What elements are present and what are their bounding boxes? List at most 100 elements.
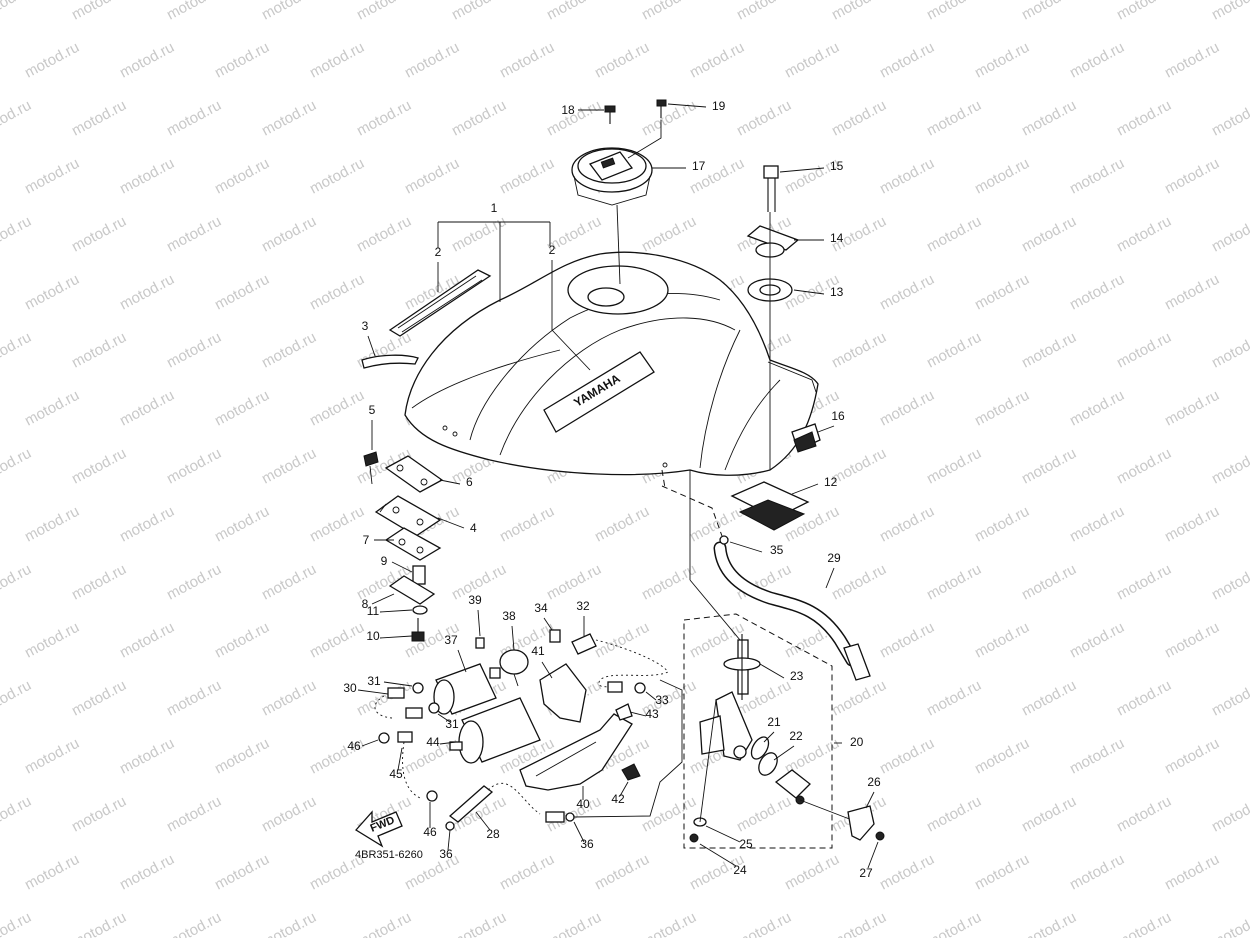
callout-leader xyxy=(447,829,451,851)
watermark-text: motod.ru xyxy=(972,851,1032,894)
fuel-filter-37 xyxy=(433,663,501,715)
watermark-text: motod.ru xyxy=(354,97,414,140)
clip-31a xyxy=(412,682,424,694)
watermark-text: motod.ru xyxy=(259,213,319,256)
watermark-text: motod.ru xyxy=(212,155,272,198)
watermark-text: motod.ru xyxy=(497,851,557,894)
watermark-text: motod.ru xyxy=(0,677,34,720)
watermark-text: motod.ru xyxy=(497,39,557,82)
watermark-text: motod.ru xyxy=(307,387,367,430)
callout-leader xyxy=(825,567,835,589)
watermark-text: motod.ru xyxy=(69,909,129,938)
callout-leader xyxy=(437,713,451,723)
watermark-text: motod.ru xyxy=(69,445,129,488)
cushion-41 xyxy=(539,663,587,723)
callout-number-31: 31 xyxy=(445,717,459,731)
watermark-text: motod.ru xyxy=(0,97,34,140)
watermark-text: motod.ru xyxy=(164,561,224,604)
watermark-text: motod.ru xyxy=(924,329,984,372)
callout-leader xyxy=(667,103,707,108)
watermark-text: motod.ru xyxy=(117,619,177,662)
watermark-text: motod.ru xyxy=(1209,561,1250,604)
callout-leader xyxy=(379,635,413,639)
clip-35 xyxy=(719,535,729,545)
callout-number-13: 13 xyxy=(830,285,844,299)
watermark-text: motod.ru xyxy=(877,735,937,778)
watermark-text: motod.ru xyxy=(307,503,367,546)
callout-leader xyxy=(361,739,379,747)
watermark-text: motod.ru xyxy=(22,851,82,894)
callout-leader xyxy=(779,167,825,173)
watermark-text: motod.ru xyxy=(1162,619,1222,662)
watermark-text: motod.ru xyxy=(212,619,272,662)
watermark-text: motod.ru xyxy=(0,0,34,24)
callout-leader xyxy=(511,625,515,651)
watermark-text: motod.ru xyxy=(924,561,984,604)
callout-number-22: 22 xyxy=(789,729,803,743)
damper-plate-12 xyxy=(730,481,810,531)
clip-34 xyxy=(549,629,561,643)
callout-number-42: 42 xyxy=(611,792,625,806)
watermark-text: motod.ru xyxy=(259,0,319,24)
callout-number-15: 15 xyxy=(830,159,844,173)
clip-46a xyxy=(378,732,390,744)
watermark-text: motod.ru xyxy=(117,851,177,894)
watermark-text: motod.ru xyxy=(1019,329,1079,372)
callout-number-20: 20 xyxy=(850,735,864,749)
watermark-text: motod.ru xyxy=(687,39,747,82)
collar-9 xyxy=(412,565,426,585)
watermark-text: motod.ru xyxy=(924,677,984,720)
watermark-text: motod.ru xyxy=(592,851,652,894)
watermark-text: motod.ru xyxy=(259,97,319,140)
callout-leader xyxy=(367,335,376,357)
watermark-text: motod.ru xyxy=(1019,97,1079,140)
callout-number-10: 10 xyxy=(366,629,380,643)
bracket-4 xyxy=(374,495,442,537)
damper-16 xyxy=(791,423,821,453)
watermark-text: motod.ru xyxy=(259,677,319,720)
watermark-text: motod.ru xyxy=(1209,97,1250,140)
callout-leader xyxy=(379,609,413,613)
watermark-text: motod.ru xyxy=(164,0,224,24)
watermark-text: motod.ru xyxy=(0,793,34,836)
watermark-text: motod.ru xyxy=(307,619,367,662)
callout-leader xyxy=(357,689,389,695)
bolt-5 xyxy=(363,451,379,485)
callout-number-24: 24 xyxy=(733,863,747,877)
watermark-text: motod.ru xyxy=(69,329,129,372)
watermark-text: motod.ru xyxy=(877,503,937,546)
callout-leader xyxy=(397,747,403,771)
watermark-text: motod.ru xyxy=(1162,271,1222,314)
watermark-text: motod.ru xyxy=(877,851,937,894)
callout-leader xyxy=(439,479,461,485)
side-emblem xyxy=(388,269,492,337)
watermark-text: motod.ru xyxy=(164,677,224,720)
watermark-text: motod.ru xyxy=(1067,39,1127,82)
strainer-23 xyxy=(723,634,761,700)
watermark-text: motod.ru xyxy=(259,561,319,604)
watermark-text: motod.ru xyxy=(1162,39,1222,82)
watermark-text: motod.ru xyxy=(639,0,699,24)
bolt-19 xyxy=(656,99,667,118)
watermark-text: motod.ru xyxy=(449,97,509,140)
watermark-text: motod.ru xyxy=(639,213,699,256)
hose-29 xyxy=(713,541,871,681)
watermark-text: motod.ru xyxy=(259,329,319,372)
callout-number-2: 2 xyxy=(435,245,442,259)
watermark-text: motod.ru xyxy=(402,155,462,198)
watermark-text: motod.ru xyxy=(1114,677,1174,720)
watermark-text: motod.ru xyxy=(639,909,699,938)
watermark-text: motod.ru xyxy=(877,271,937,314)
watermark-text: motod.ru xyxy=(924,97,984,140)
watermark-text: motod.ru xyxy=(972,271,1032,314)
watermark-text: motod.ru xyxy=(307,155,367,198)
clip-36a xyxy=(445,821,455,831)
hose-36b xyxy=(545,811,575,823)
callout-leader xyxy=(793,289,825,295)
callout-leader xyxy=(457,649,467,673)
watermark-text: motod.ru xyxy=(829,97,889,140)
watermark-text: motod.ru xyxy=(829,0,889,24)
callout-number-23: 23 xyxy=(790,669,804,683)
callout-number-44: 44 xyxy=(426,735,440,749)
watermark-text: motod.ru xyxy=(1019,561,1079,604)
